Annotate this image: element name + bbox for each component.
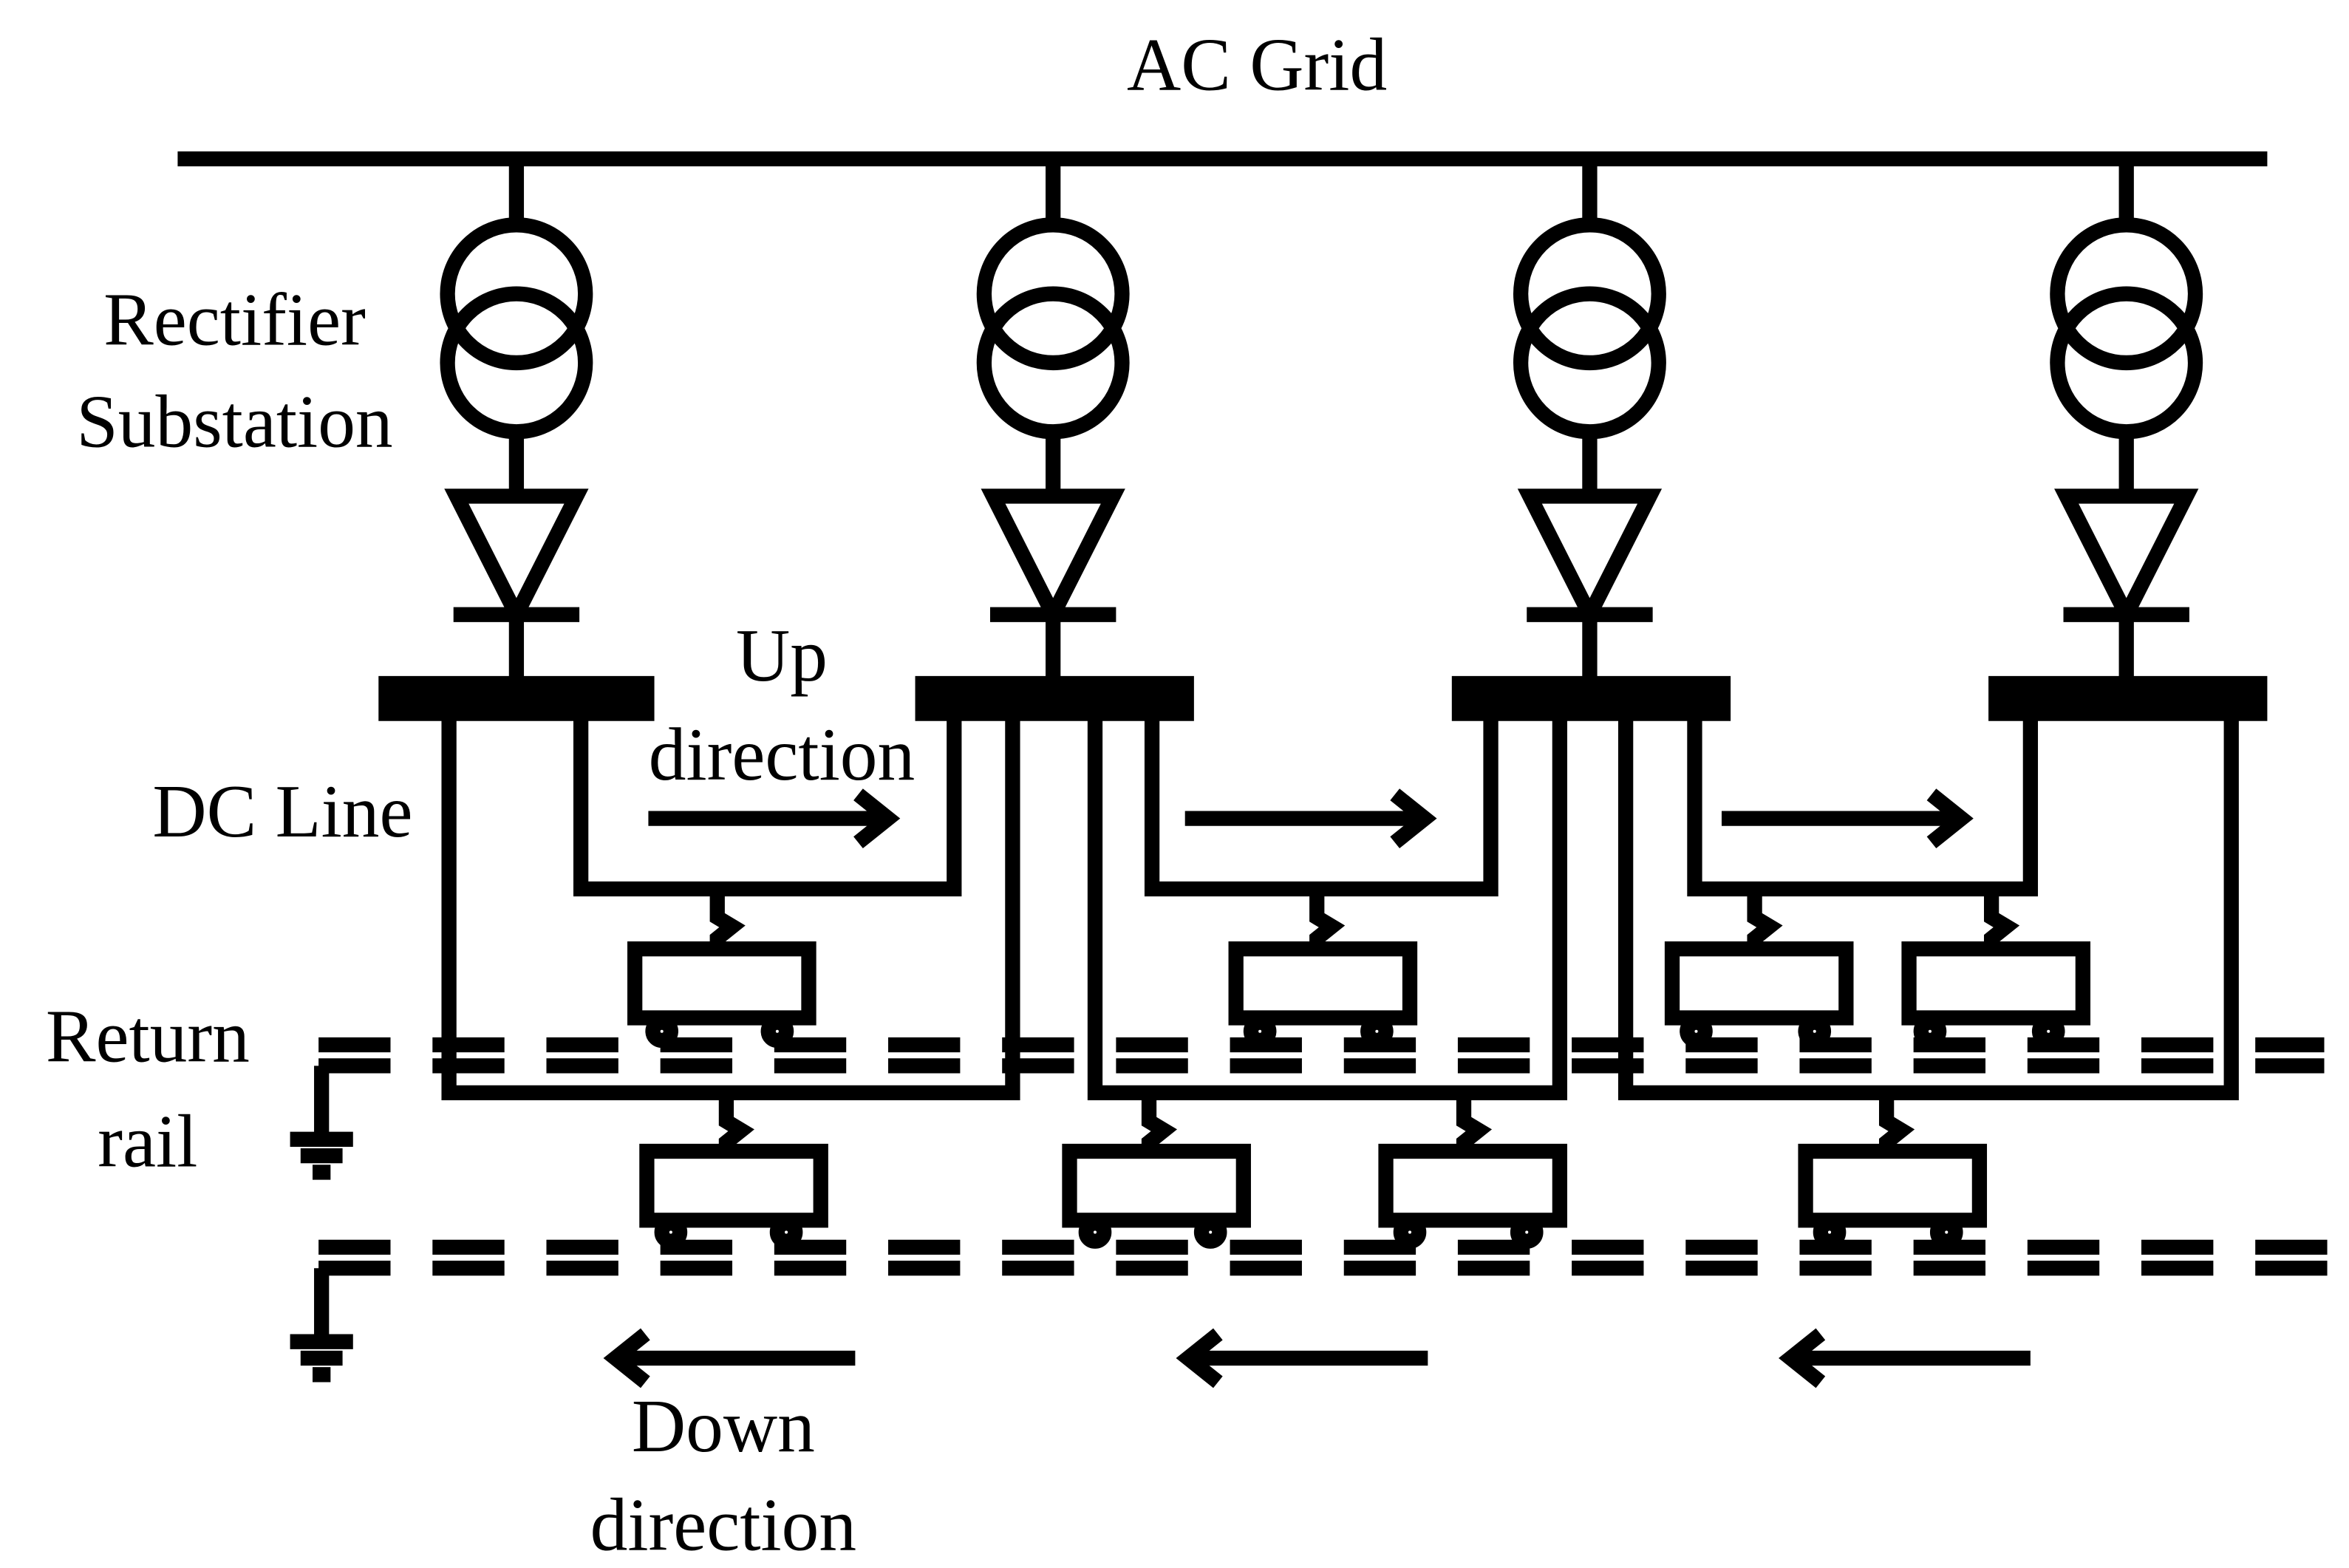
substation-1 (378, 159, 655, 721)
down-feeder-2 (1087, 709, 1568, 1101)
diode-icon (981, 488, 1125, 632)
diode-icon (2054, 488, 2199, 632)
train-down-3 (1378, 1092, 1568, 1249)
train-up-4 (1901, 889, 2091, 1049)
down-direction-label-line1: Down (632, 1385, 815, 1468)
up-direction-label-line1: Up (736, 614, 828, 697)
train-up-1 (627, 889, 816, 1049)
substation-4 (1988, 159, 2268, 721)
arrow-left-icon (1779, 1328, 2031, 1388)
pantograph-icon (1141, 1092, 1178, 1152)
pantograph-icon (718, 1092, 754, 1152)
up-direction-label-line2: direction (649, 713, 915, 796)
pantograph-icon (1309, 889, 1346, 950)
substation-2 (915, 159, 1194, 721)
ground-icon (290, 1066, 353, 1180)
rectifier-label-line1: Rectifier (103, 279, 366, 361)
train-up-2 (1228, 889, 1418, 1049)
pantograph-icon (1456, 1092, 1493, 1152)
arrow-right-icon (1184, 788, 1437, 849)
down-feeder-3 (1617, 709, 2239, 1101)
pantograph-icon (1983, 889, 2020, 950)
ground-icon (290, 1268, 353, 1383)
train-down-1 (639, 1092, 828, 1249)
down-direction-label-line2: direction (590, 1484, 856, 1567)
up-feeder-1 (573, 709, 962, 897)
return-rail-label-line2: rail (98, 1100, 197, 1182)
arrow-right-icon (1721, 788, 1974, 849)
arrow-left-icon (1176, 1328, 1428, 1388)
ac-grid-label: AC Grid (1127, 24, 1387, 106)
train-down-4 (1798, 1092, 1988, 1249)
pantograph-icon (1878, 1092, 1915, 1152)
diode-icon (1517, 488, 1663, 632)
transformer-icon (1513, 217, 1666, 371)
return-rail-label-line1: Return (46, 995, 250, 1077)
arrow-left-icon (603, 1328, 856, 1388)
train-up-3 (1664, 889, 1854, 1049)
dc-line-label: DC Line (152, 770, 412, 853)
diode-icon (444, 488, 589, 632)
train-down-2 (1062, 1092, 1251, 1249)
up-feeder-2 (1144, 709, 1499, 897)
up-feeder-3 (1687, 709, 2039, 897)
pantograph-icon (709, 889, 746, 950)
return-rail-down-track (318, 1239, 2333, 1276)
rectifier-label-line2: Substation (76, 381, 392, 463)
transformer-icon (2050, 217, 2203, 371)
return-rail-up-track (318, 1037, 2325, 1074)
transformer-icon (976, 217, 1130, 371)
substation-3 (1451, 159, 1731, 721)
arrow-right-icon (648, 788, 901, 849)
transformer-icon (440, 217, 593, 371)
pantograph-icon (1747, 889, 1783, 950)
